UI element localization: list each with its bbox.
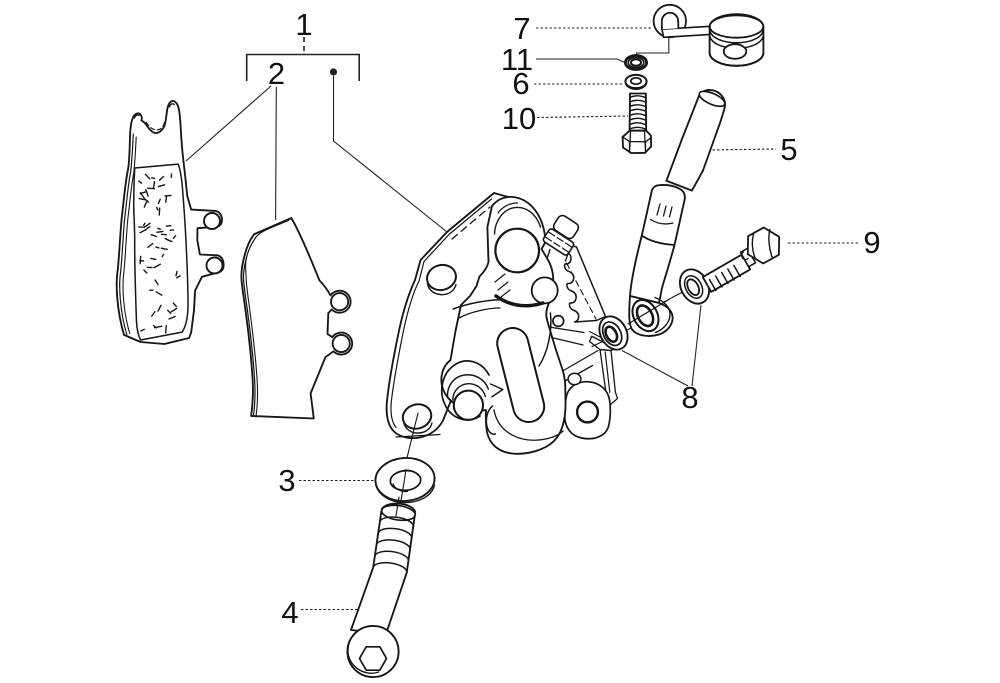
svg-text:5: 5 <box>780 132 797 167</box>
svg-text:9: 9 <box>863 225 880 260</box>
svg-text:6: 6 <box>512 66 529 101</box>
svg-text:2: 2 <box>268 56 285 91</box>
svg-text:11: 11 <box>501 42 533 77</box>
svg-text:7: 7 <box>513 11 530 46</box>
svg-text:1: 1 <box>295 7 312 42</box>
svg-text:10: 10 <box>502 101 536 136</box>
svg-text:8: 8 <box>681 380 698 415</box>
svg-text:4: 4 <box>281 595 298 630</box>
svg-text:3: 3 <box>278 463 295 498</box>
